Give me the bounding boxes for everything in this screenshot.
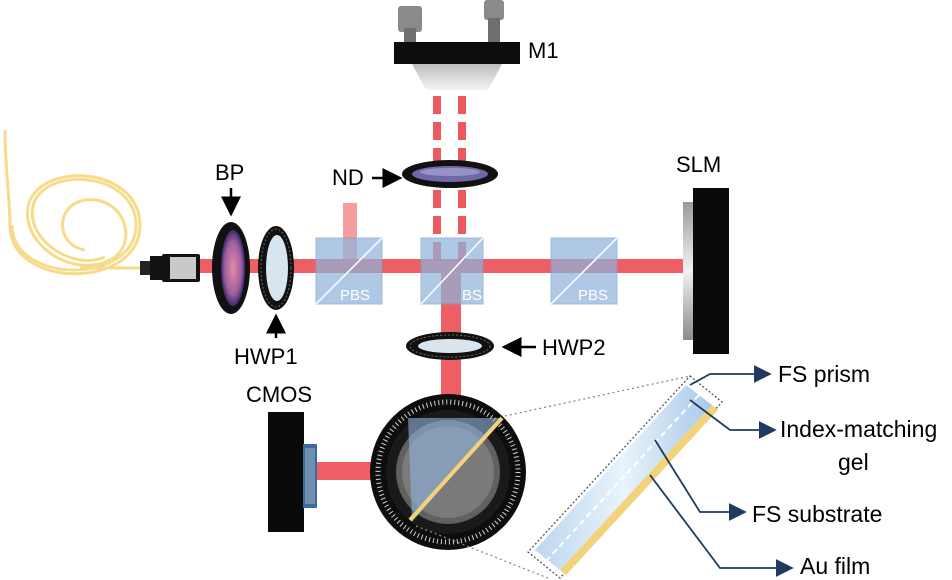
- index-matching-label: Index-matching: [780, 416, 937, 442]
- fiber-connector: [140, 254, 200, 282]
- hwp1-label: HWP1: [234, 344, 298, 369]
- slm-label: SLM: [676, 152, 721, 177]
- bp-label: BP: [215, 160, 244, 185]
- pbs-left: PBS: [315, 237, 383, 305]
- optical-fiber: [3, 129, 142, 276]
- prism: [408, 416, 504, 522]
- half-wave-plate-1: HWP1: [234, 226, 298, 369]
- au-film-label: Au film: [800, 553, 870, 579]
- zoom-lines: [415, 375, 691, 579]
- pbs-left-label: PBS: [340, 287, 370, 304]
- bs-label: BS: [462, 287, 482, 304]
- pbs-right-label: PBS: [578, 287, 608, 304]
- fs-prism-label: FS prism: [778, 361, 870, 387]
- gel-label: gel: [838, 449, 869, 475]
- half-wave-plate-2: HWP2: [406, 332, 606, 360]
- pbs-right: PBS: [550, 237, 618, 305]
- bs-cube: BS: [420, 237, 484, 305]
- mirror-m1: M1: [394, 0, 559, 90]
- hwp2-label: HWP2: [542, 335, 606, 360]
- m1-label: M1: [528, 38, 559, 63]
- fs-substrate-label: FS substrate: [752, 501, 882, 527]
- slm: SLM: [676, 152, 729, 354]
- nd-label: ND: [332, 165, 364, 190]
- cmos-label: CMOS: [246, 382, 312, 407]
- bandpass-filter: BP: [212, 160, 250, 314]
- nd-filter: ND: [332, 160, 498, 190]
- annotation-arrows: [649, 365, 794, 577]
- cmos-camera: CMOS: [246, 382, 317, 532]
- layer-stack-inset: [527, 375, 723, 579]
